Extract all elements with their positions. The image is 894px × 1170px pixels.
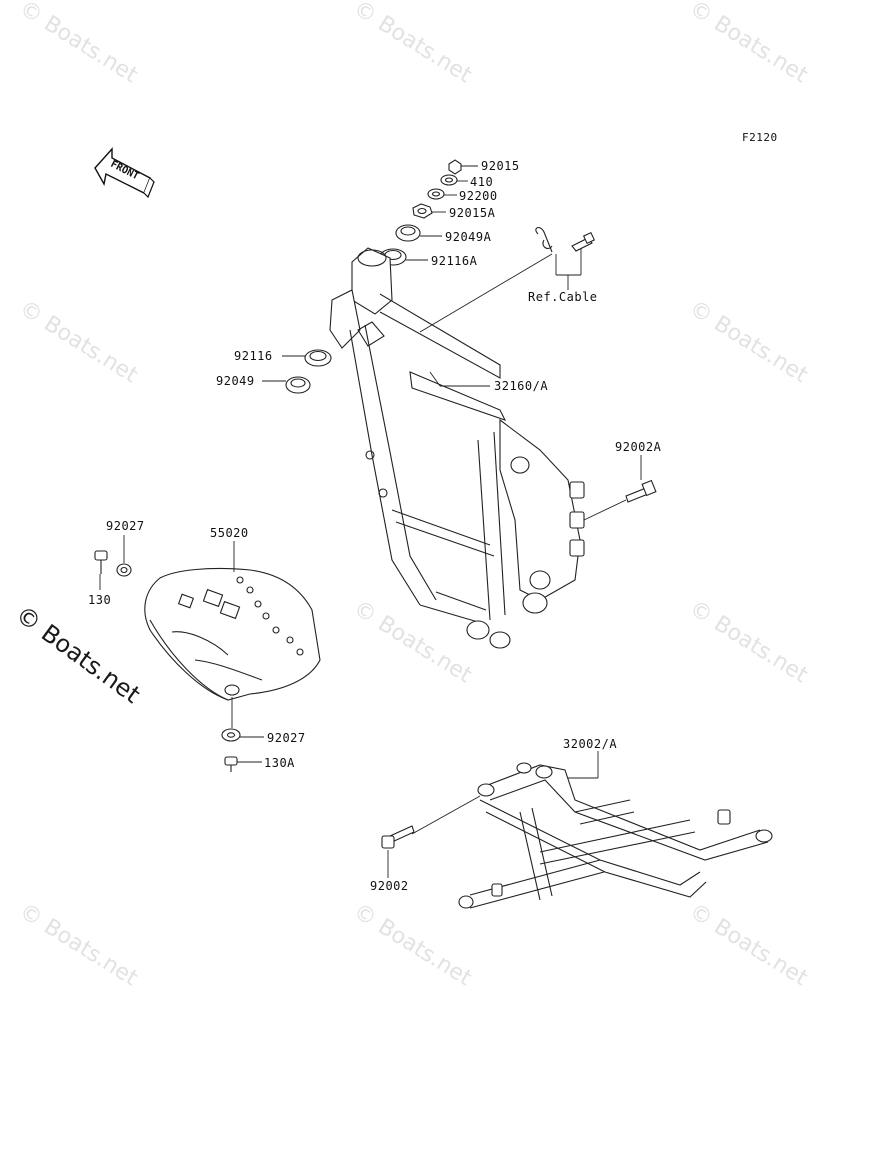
part-label-410: 410 xyxy=(470,175,493,189)
part-label-92002: 92002 xyxy=(370,879,409,893)
sub-frame xyxy=(458,762,773,909)
part-label-32160A: 32160/A xyxy=(494,379,548,393)
watermark: © Boats.net xyxy=(15,899,142,992)
part-label-92027-top: 92027 xyxy=(106,519,145,533)
watermark: © Boats.net xyxy=(685,596,812,689)
main-frame xyxy=(329,247,585,649)
watermark: © Boats.net xyxy=(15,0,142,88)
watermark: © Boats.net xyxy=(15,296,142,389)
part-label-130: 130 xyxy=(88,593,111,607)
part-label-92116: 92116 xyxy=(234,349,273,363)
part-label-92015: 92015 xyxy=(481,159,520,173)
part-labels: 92015 410 92200 92015A 92049A 92116A Ref… xyxy=(88,159,662,893)
watermark-group: © Boats.net © Boats.net © Boats.net © Bo… xyxy=(15,0,812,991)
front-arrow-icon: FRONT xyxy=(94,147,155,199)
part-label-32002A: 32002/A xyxy=(563,737,617,751)
skid-plate xyxy=(144,567,321,701)
watermark: © Boats.net xyxy=(685,296,812,389)
bolt-92002 xyxy=(381,825,415,849)
watermark-main: © Boats.net xyxy=(10,600,145,709)
watermark: © Boats.net xyxy=(349,0,476,88)
watermark: © Boats.net xyxy=(349,596,476,689)
part-label-55020: 55020 xyxy=(210,526,249,540)
part-label-92027-bottom: 92027 xyxy=(267,731,306,745)
part-label-92002A: 92002A xyxy=(615,440,662,454)
part-label-92200: 92200 xyxy=(459,189,498,203)
leader-lines xyxy=(99,165,642,878)
watermark: © Boats.net xyxy=(685,899,812,992)
skid-plate-fasteners xyxy=(94,550,241,772)
figure-code: F2120 xyxy=(742,131,778,144)
part-label-92049A: 92049A xyxy=(445,230,492,244)
part-label-92049: 92049 xyxy=(216,374,255,388)
watermark: © Boats.net xyxy=(349,899,476,992)
part-label-92116A: 92116A xyxy=(431,254,478,268)
steering-stem-parts xyxy=(285,159,462,394)
ref-cable-label: Ref.Cable xyxy=(528,290,598,304)
part-label-92015A: 92015A xyxy=(449,206,496,220)
watermark: © Boats.net xyxy=(685,0,812,88)
bolt-92002A xyxy=(625,479,657,503)
part-label-130A: 130A xyxy=(264,756,295,770)
cable-clip-parts xyxy=(535,226,596,253)
